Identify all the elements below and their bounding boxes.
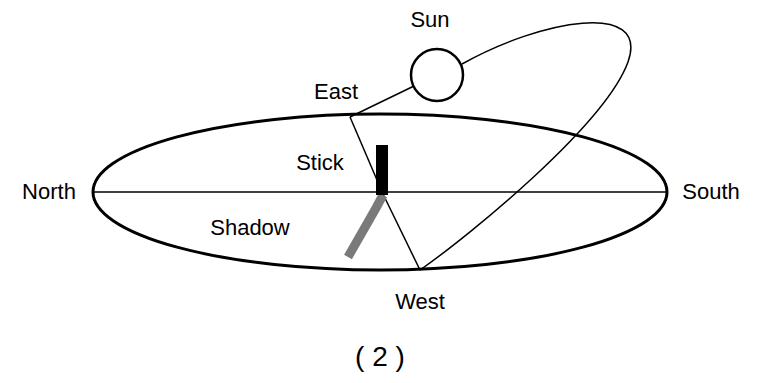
direction-label: East (314, 81, 358, 103)
sun-label: Sun (410, 9, 449, 31)
stick-bar (376, 145, 388, 195)
shadow-bar (348, 195, 383, 257)
part-label: Shadow (210, 217, 290, 239)
sun-circle: Sun (409, 47, 465, 103)
part-label: Stick (296, 152, 344, 174)
direction-label: North (22, 181, 76, 203)
figure-caption: ( 2 ) (355, 343, 405, 371)
sun-outline (409, 47, 465, 103)
direction-label: West (395, 291, 445, 313)
ground-ellipse (93, 114, 667, 270)
direction-label: South (682, 181, 740, 203)
west-line (383, 194, 420, 270)
sun-path (350, 86, 414, 117)
